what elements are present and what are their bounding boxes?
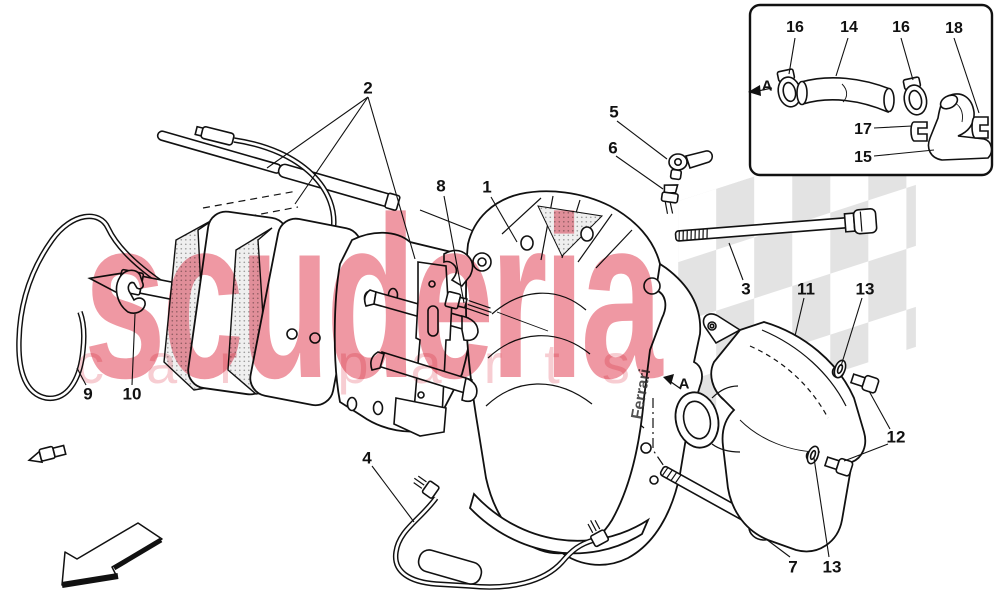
duct-washer-lower xyxy=(806,445,820,465)
duct-screw-lower xyxy=(823,456,854,477)
pipe-union-small xyxy=(27,444,67,464)
callout-part-17: 17 xyxy=(854,121,872,138)
direction-arrow xyxy=(61,522,163,588)
caliper-bolt-long xyxy=(674,208,878,242)
callout-part-12: 12 xyxy=(886,427,906,447)
callout-part-14: 14 xyxy=(840,19,858,36)
callout-part-11: 11 xyxy=(797,279,815,299)
callout-part-16-right: 16 xyxy=(892,19,910,36)
duct-bracket-18 xyxy=(971,116,989,139)
duct-screw-upper xyxy=(849,373,880,394)
air-duct xyxy=(674,313,867,553)
duct-inlet-elbow xyxy=(927,93,993,161)
callout-part-8: 8 xyxy=(436,176,446,196)
view-direction-arrow xyxy=(663,374,682,390)
banjo-fitting xyxy=(668,150,714,181)
callout-part-4: 4 xyxy=(362,448,372,468)
callout-part-15: 15 xyxy=(854,149,872,166)
duct-washer-upper xyxy=(833,359,847,379)
brake-pad-inner xyxy=(227,217,362,407)
callout-part-9: 9 xyxy=(83,384,93,404)
callout-part-3: 3 xyxy=(741,279,751,299)
caliper-screw-small xyxy=(444,290,492,317)
view-label-main: A xyxy=(678,375,690,393)
pad-retaining-bracket xyxy=(363,249,479,437)
callout-part-13-lower: 13 xyxy=(822,557,842,577)
hose-clamp-left xyxy=(776,68,802,108)
callout-part-1: 1 xyxy=(482,177,492,197)
duct-bracket-17 xyxy=(910,121,928,142)
callout-part-7: 7 xyxy=(788,557,798,577)
callout-part-5: 5 xyxy=(609,102,619,122)
view-label-inset: A xyxy=(761,77,773,95)
callout-part-6: 6 xyxy=(608,138,618,158)
cooling-hose xyxy=(796,77,895,114)
callout-part-16-left: 16 xyxy=(786,19,804,36)
inset-detail-view xyxy=(748,3,994,177)
pipe-clip xyxy=(115,269,146,314)
brake-caliper: Ferrari xyxy=(465,190,667,555)
callout-part-10: 10 xyxy=(122,384,142,404)
callout-part-18: 18 xyxy=(945,20,963,37)
callout-part-13-upper: 13 xyxy=(855,279,875,299)
bleed-screw xyxy=(660,184,679,214)
hose-clamp-right xyxy=(902,76,928,116)
callout-part-2: 2 xyxy=(363,78,373,98)
brake-hose xyxy=(392,475,610,590)
pad-wear-sensor-long xyxy=(156,130,525,252)
inset-view-arrow xyxy=(748,85,773,96)
callout-leader-lines xyxy=(76,96,891,558)
